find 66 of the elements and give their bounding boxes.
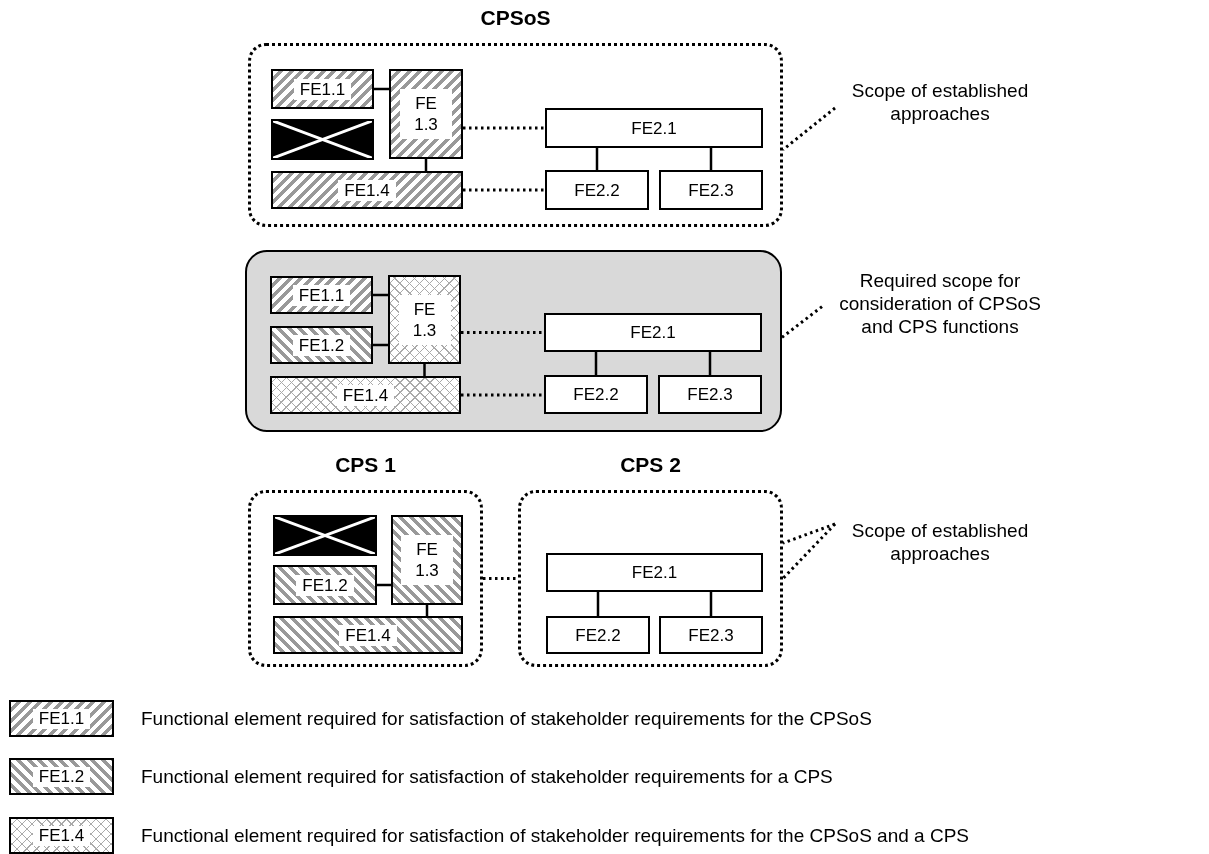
connector-line [425,605,429,616]
swatch-label: FE1.4 [32,825,91,846]
boundary-title: CPS 2 [620,453,681,477]
leader-line [782,106,836,151]
boundary-title: CPSoS [480,6,551,30]
element-label: FE 1.3 [400,89,452,139]
legend-text: Functional element required for satisfaction of stakeholder requirements for the CPSoS [141,707,872,730]
dotted-connector [463,188,545,192]
connector-line [596,592,600,616]
dotted-connector [483,577,518,580]
scope-note: Required scope for consideration of CPSoS and CPS functions [822,258,1058,348]
legend-text: Functional element required for satisfaction of stakeholder requirements for the CPSoS and a CPS [141,824,969,847]
element-label: FE1.1 [293,78,352,100]
connector-line [373,293,388,297]
dotted-connector [461,331,544,334]
functional-element-box [545,170,649,210]
element-label: FE 1.3 [398,294,451,345]
functional-element-box [270,376,461,414]
leader-line [782,522,836,545]
required-scope-panel [245,250,782,432]
functional-element-box [545,108,763,148]
functional-element-box [659,170,763,210]
element-label: FE1.2 [296,574,354,596]
connector-line [708,352,712,375]
scope-note: Scope of established approaches [835,72,1045,132]
functional-element-box [273,616,463,654]
connector-line [373,343,388,347]
functional-element-box [270,276,373,314]
functional-element-box [544,375,648,414]
connector-line [377,583,391,587]
functional-element-box [273,565,377,605]
functional-element-box [391,515,463,605]
connector-line [709,592,713,616]
functional-element-box [658,375,762,414]
functional-element-box [270,326,373,364]
swatch-label: FE1.1 [32,708,91,729]
functional-element-box [659,616,763,654]
scope-note: Scope of established approaches [835,512,1045,572]
leader-line [781,522,837,580]
connector-line [424,159,428,171]
dotted-connector [463,126,545,130]
functional-element-box [544,313,762,352]
element-label: FE1.1 [292,284,351,306]
connector-line [374,87,389,91]
functional-element-box [271,171,463,209]
connector-line [594,352,598,375]
element-label: FE1.2 [292,334,351,356]
connector-line [423,364,426,376]
swatch-label: FE1.2 [32,766,91,787]
element-label: FE1.4 [338,179,396,201]
dotted-connector [461,393,544,397]
functional-element-box [388,275,461,364]
connector-line [709,148,713,170]
element-label: FE1.4 [339,624,397,646]
excluded-element-box [271,119,374,160]
connector-line [595,148,599,170]
boundary-title: CPS 1 [335,453,396,477]
functional-element-box [546,553,763,592]
functional-element-box [389,69,463,159]
element-label: FE 1.3 [401,535,453,585]
functional-element-box [271,69,374,109]
leader-line [781,305,823,339]
excluded-element-box [273,515,377,556]
element-label: FE1.4 [336,384,395,406]
legend-text: Functional element required for satisfaction of stakeholder requirements for a CPS [141,765,833,788]
functional-element-box [546,616,650,654]
